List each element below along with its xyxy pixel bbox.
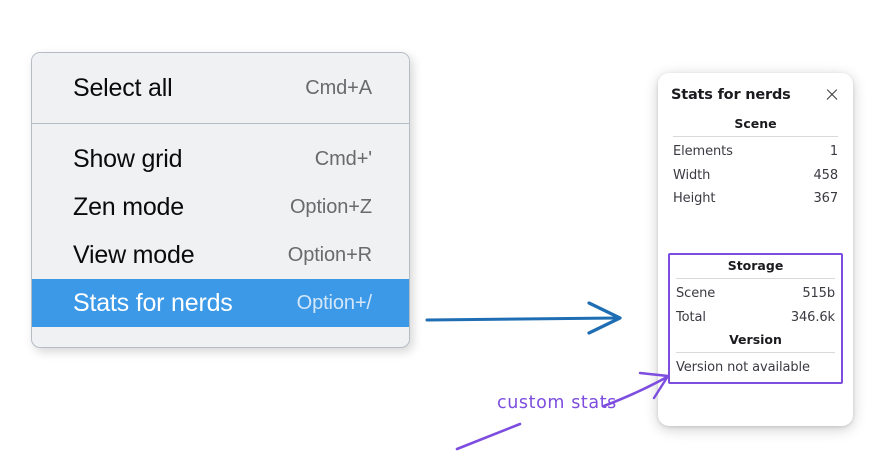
section-divider [673,136,838,137]
menu-bottom-padding [32,327,409,341]
stats-section-scene: Scene Elements 1 Width 458 Height 367 [671,113,840,211]
menu-item-shortcut: Cmd+A [305,76,372,99]
menu-group-padding [32,112,409,123]
section-divider [676,352,835,354]
menu-divider [32,123,409,124]
stats-for-nerds-panel[interactable]: Stats for nerds Scene Elements 1 Width 4… [658,73,853,426]
stats-panel-title: Stats for nerds [671,87,791,103]
menu-item-label: Stats for nerds [73,288,233,317]
section-heading-storage: Storage [727,258,784,273]
menu-item-shortcut: Option+R [287,243,372,266]
stats-panel-header: Stats for nerds [671,87,840,103]
stat-value: 367 [813,191,838,207]
stat-key: Total [676,309,706,325]
menu-item-label: Zen mode [73,192,184,221]
custom-stats-highlight-box: Storage Scene 515b Total 346.6k Version … [668,253,843,385]
stat-key: Height [673,191,716,207]
custom-stats-annotation-label: custom stats [497,393,617,413]
stat-row-width: Width 458 [671,164,840,188]
menu-item-zen-mode[interactable]: Zen mode Option+Z [32,183,409,231]
stat-row-storage-total: Total 346.6k [674,306,837,330]
stat-row-height: Height 367 [671,187,840,211]
menu-item-select-all[interactable]: Select all Cmd+A [32,64,409,112]
version-text: Version not available [676,360,810,376]
custom-stats-underline [455,422,522,451]
stat-value: 458 [813,167,838,183]
menu-item-shortcut: Cmd+' [314,147,372,170]
menu-item-label: Show grid [73,144,183,173]
stat-key: Scene [676,286,716,301]
stats-section-storage: Storage Scene 515b Total 346.6k [674,255,837,329]
menu-item-shortcut: Option+/ [296,291,372,314]
stat-key: Width [673,167,711,183]
menu-item-show-grid[interactable]: Show grid Cmd+' [32,135,409,183]
stat-value: 346.6k [790,309,835,325]
menu-item-label: Select all [73,73,173,102]
menu-item-view-mode[interactable]: View mode Option+R [32,231,409,279]
stat-row-storage-scene: Scene 515b [674,282,837,306]
stats-section-version: Version Version not available [674,329,837,377]
section-heading-version: Version [729,332,782,348]
menu-group-2: Show grid Cmd+' Zen mode Option+Z View m… [32,124,409,341]
stat-value: 515b [802,286,835,301]
menu-group2-top-padding [32,124,409,135]
section-heading-scene: Scene [734,116,777,131]
close-icon[interactable] [824,87,840,103]
menu-item-stats-for-nerds[interactable]: Stats for nerds Option+/ [32,279,409,327]
stat-key: Elements [673,144,733,159]
canvas-context-menu[interactable]: Select all Cmd+A Show grid Cmd+' Zen mod… [31,52,410,348]
menu-item-shortcut: Option+Z [289,195,372,218]
menu-group-1: Select all Cmd+A [32,53,409,123]
menu-item-label: View mode [73,240,195,269]
stat-row-elements: Elements 1 [671,140,840,164]
section-divider [676,278,835,279]
stat-value: 1 [829,144,838,159]
menu-top-padding [32,53,409,64]
flow-arrow [425,301,622,335]
